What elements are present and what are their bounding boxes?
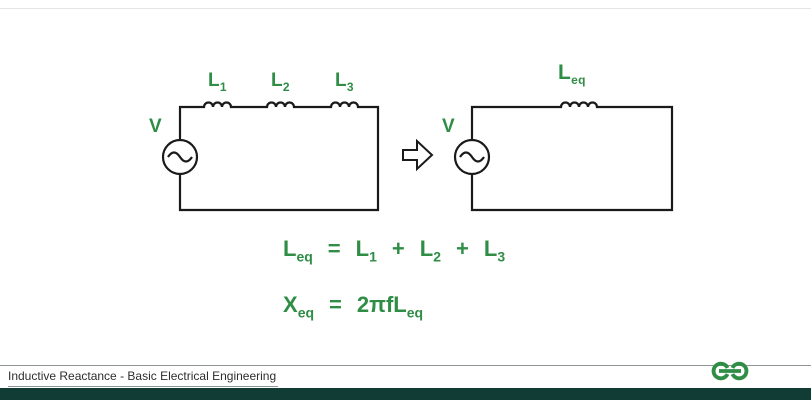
implies-arrow-icon — [402, 138, 434, 172]
ac-source-icon — [161, 138, 199, 176]
left-circuit — [161, 101, 380, 212]
footer-divider — [0, 365, 811, 366]
inductor-label-l2-sub: 2 — [282, 79, 290, 94]
inductor-label-l3: L3 — [335, 71, 354, 93]
inductor-label-l3-base: L — [335, 70, 347, 91]
eq1-equals: = — [327, 236, 341, 261]
inductor-label-l1: L1 — [208, 71, 227, 93]
inductor-label-l2: L2 — [271, 71, 290, 93]
inductor-label-leq-sub: eq — [571, 73, 586, 88]
eq2-rhs: 2πfLeq — [356, 292, 424, 321]
geeksforgeeks-logo-icon — [711, 361, 749, 381]
slide-caption: Inductive Reactance - Basic Electrical E… — [8, 369, 279, 387]
inductor-label-l1-base: L — [208, 70, 220, 91]
circuit-diagram — [161, 101, 674, 212]
eq1-plus2: + — [456, 236, 469, 261]
right-circuit-wires — [470, 101, 674, 212]
series-inductance-equation: Leq = L1 + L2 + L3 — [283, 236, 506, 265]
bottom-bar — [0, 388, 811, 400]
inductive-reactance-equation: Xeq = 2πfLeq — [283, 292, 424, 321]
top-divider — [0, 8, 811, 9]
eq1-lhs: Leq — [283, 236, 313, 265]
source-label-left: V — [149, 116, 162, 137]
inductor-label-l3-sub: 3 — [346, 79, 354, 94]
eq2-lhs: Xeq — [283, 292, 315, 321]
eq1-term1: L1 — [355, 236, 377, 265]
left-circuit-wires — [178, 101, 380, 212]
inductor-label-l2-base: L — [271, 70, 283, 91]
eq2-equals: = — [329, 292, 342, 317]
source-label-right: V — [442, 116, 455, 137]
eq1-term2: L2 — [419, 236, 442, 265]
eq1-plus1: + — [391, 236, 405, 261]
ac-source-icon — [453, 138, 491, 176]
eq1-term3: L3 — [483, 236, 506, 265]
inductor-label-leq: Leq — [558, 62, 586, 86]
inductor-label-l1-sub: 1 — [219, 79, 227, 94]
right-circuit — [453, 101, 674, 212]
inductor-label-leq-base: L — [558, 61, 572, 84]
geeksforgeeks-logo — [708, 357, 752, 385]
